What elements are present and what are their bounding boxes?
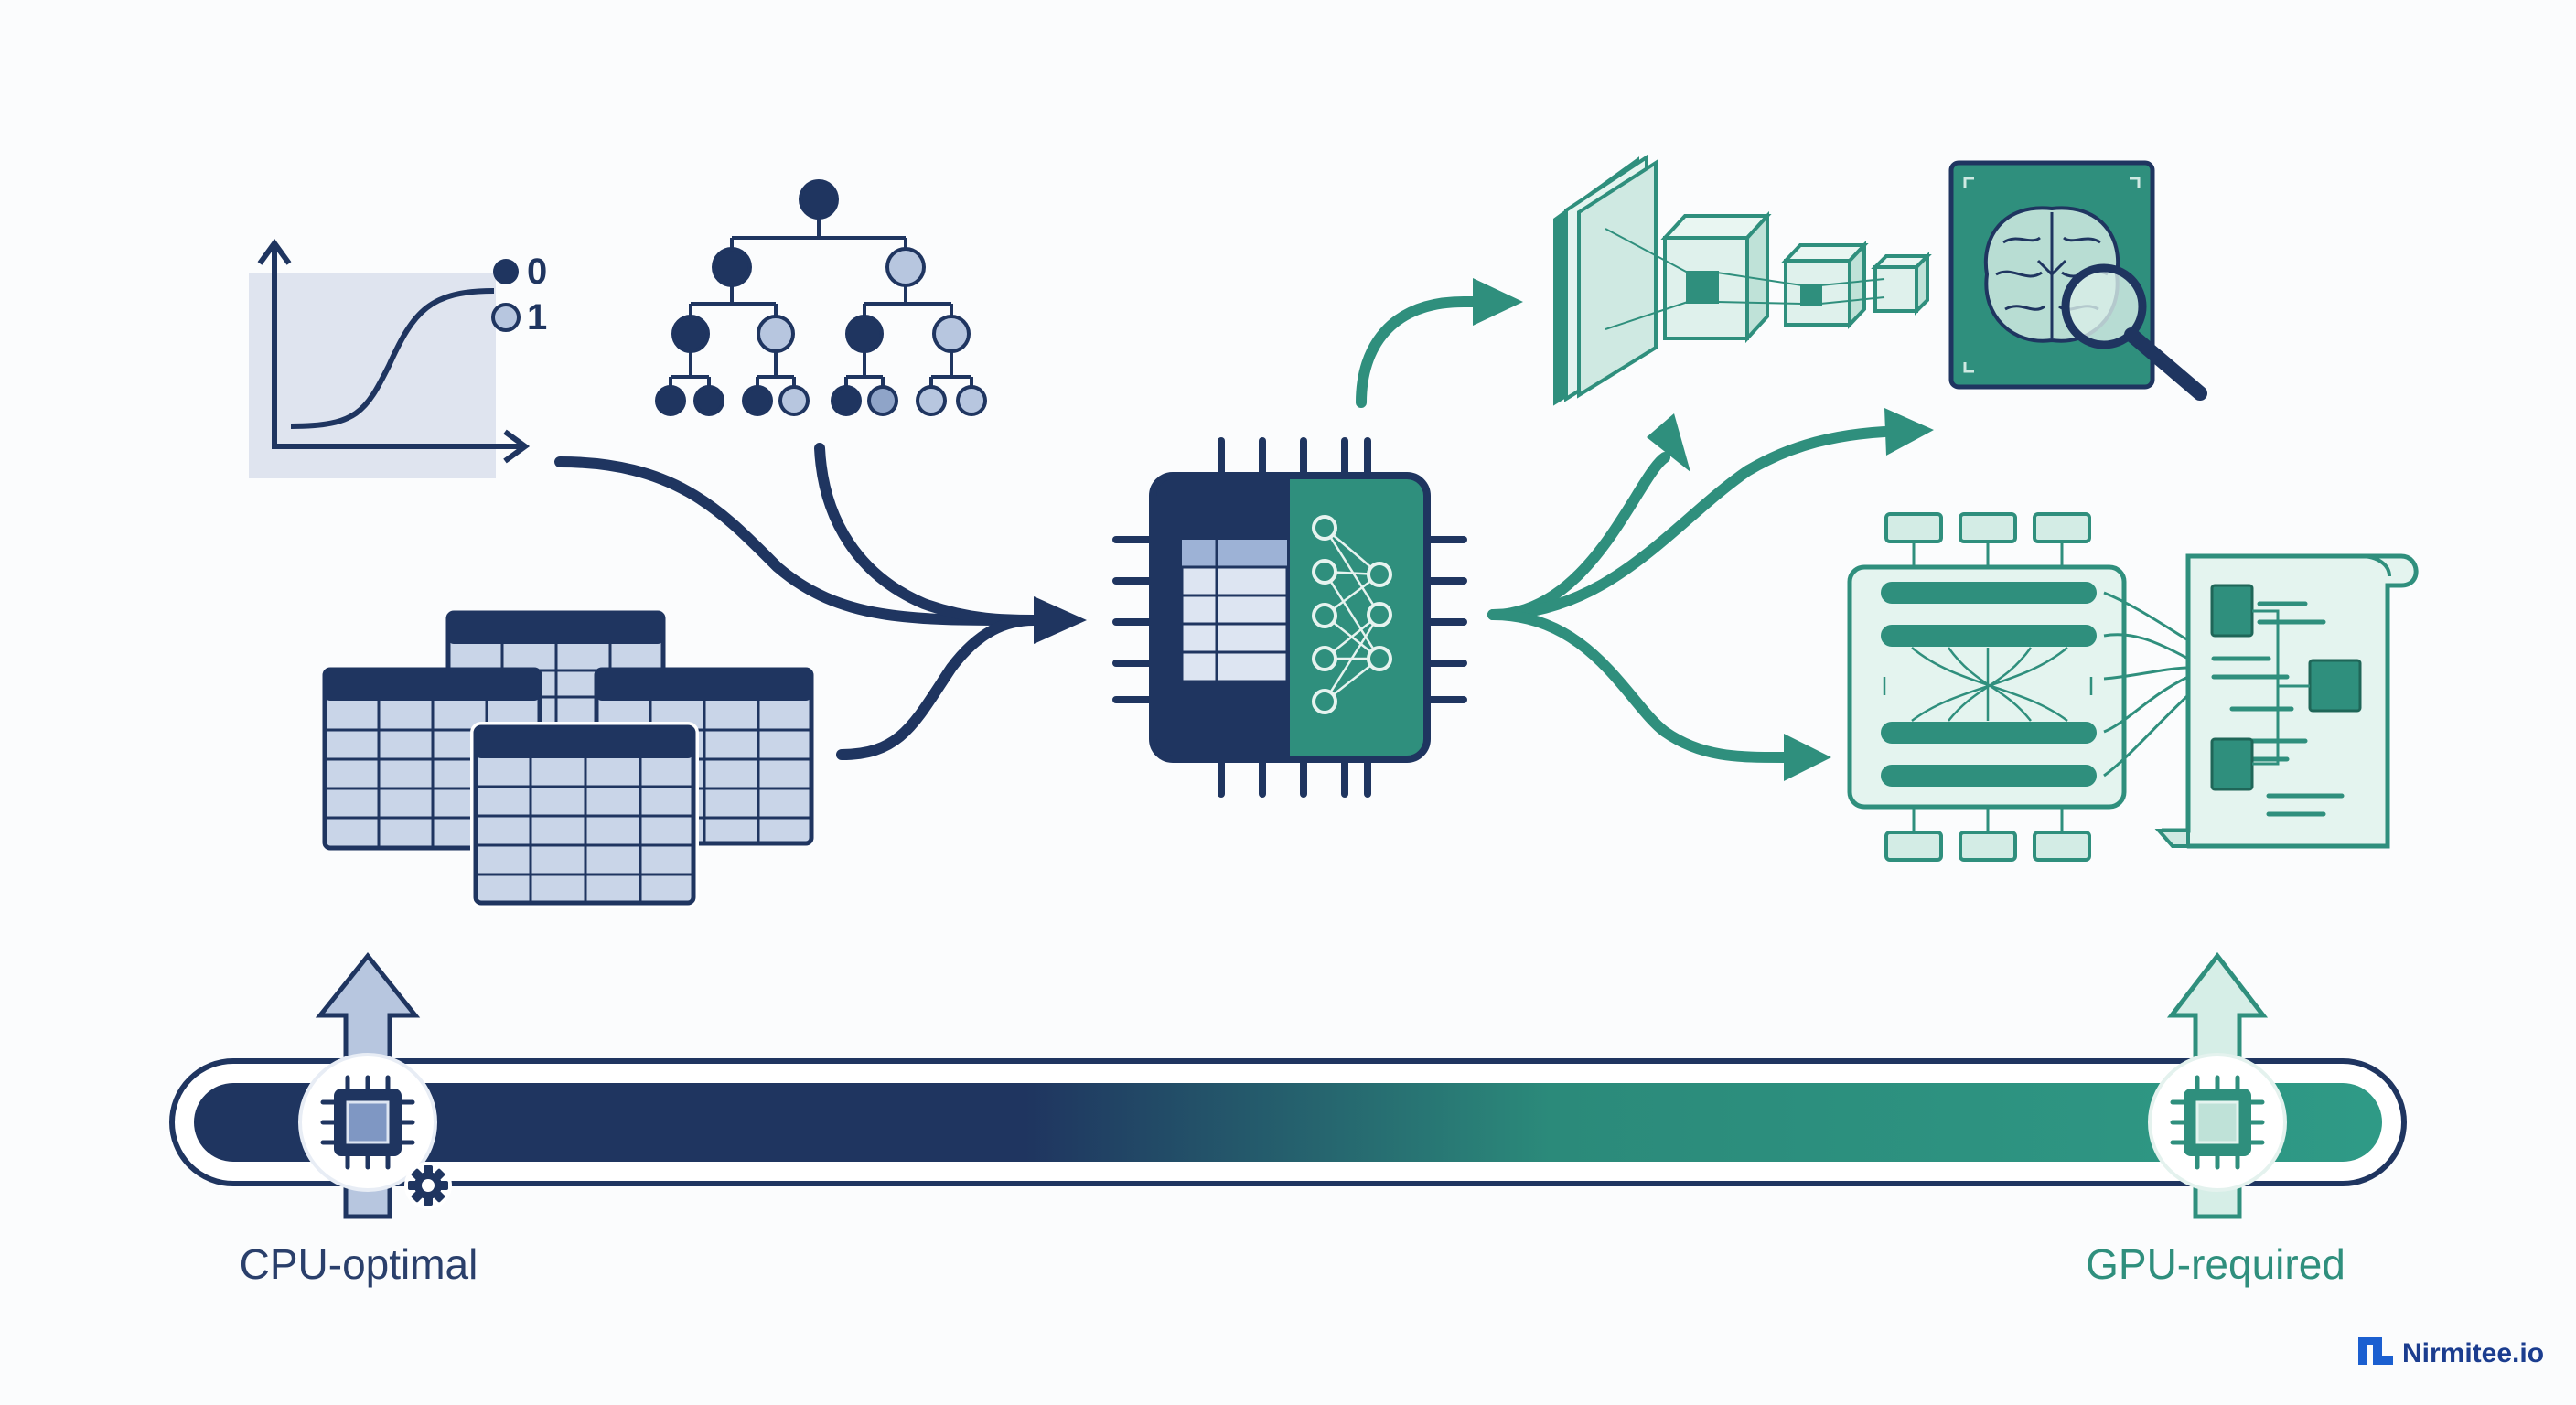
- input-arrowhead: [1034, 596, 1087, 644]
- table-sheet: [470, 722, 699, 908]
- class-0-dot: [493, 259, 519, 284]
- output-arrowheads: [1473, 278, 1934, 781]
- hybrid-processor-icon: [1112, 437, 1467, 798]
- cnn-3d-icon: [1553, 154, 1932, 406]
- legend-label-0: 0: [527, 252, 547, 292]
- brand-name: Nirmitee.io: [2402, 1338, 2544, 1368]
- input-flow-arrows: [554, 443, 1039, 760]
- transformer-icon: [1847, 512, 2190, 862]
- gpu-marker: [2148, 1053, 2287, 1192]
- document-icon: [2154, 553, 2419, 849]
- brand-mark-icon: [2358, 1337, 2393, 1365]
- legend-label-1: 1: [527, 297, 547, 338]
- class-1-dot: [491, 303, 521, 332]
- brain-scan-icon: [1948, 160, 2207, 401]
- logistic-regression-icon: 0 1: [249, 238, 547, 478]
- tabular-data-icon: [322, 610, 814, 908]
- cpu-marker: [298, 1053, 452, 1209]
- cpu-optimal-label: CPU-optimal: [240, 1240, 478, 1288]
- gpu-required-label: GPU-required: [2086, 1240, 2345, 1288]
- chip-icon: [320, 1075, 415, 1170]
- spectrum-bar: [169, 1058, 2407, 1186]
- magnifier-icon: [2061, 263, 2147, 349]
- brand-logo: Nirmitee.io: [2358, 1337, 2544, 1368]
- gear-icon: [404, 1162, 452, 1209]
- chip-icon: [2170, 1075, 2265, 1170]
- output-flow-arrows: [1356, 296, 1890, 763]
- decision-tree-icon: [655, 179, 987, 416]
